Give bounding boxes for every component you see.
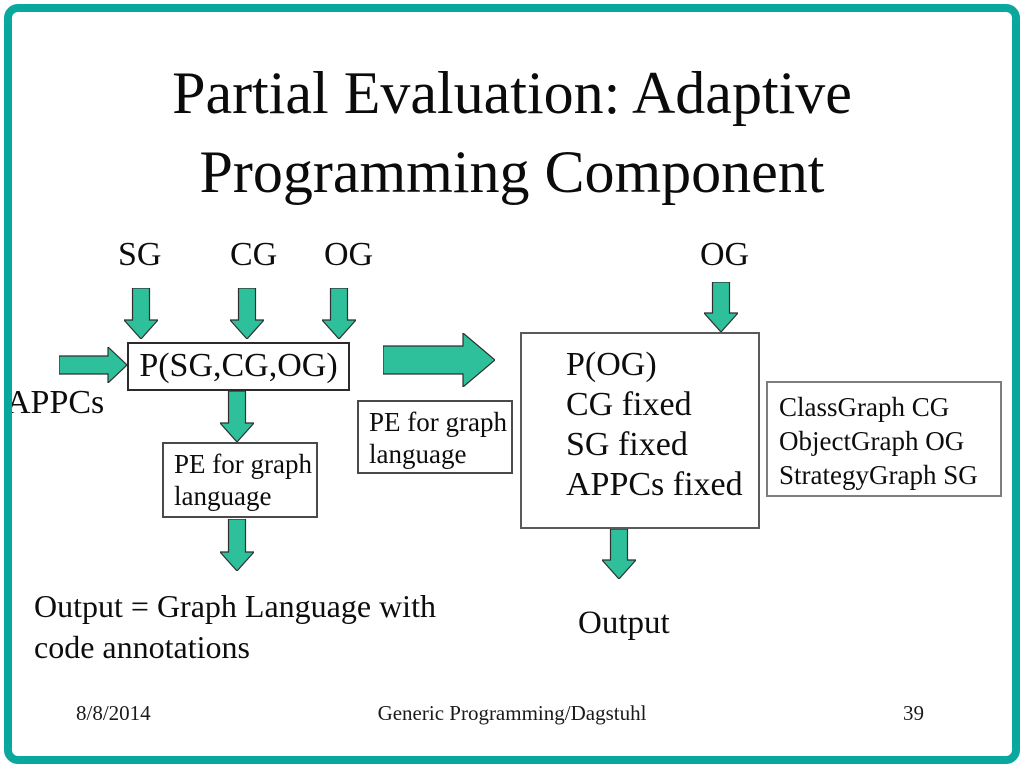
arrow-down-sg-icon bbox=[124, 288, 158, 339]
arrow-down-og-icon bbox=[322, 288, 356, 339]
process-box-right-line2: CG fixed bbox=[566, 386, 692, 423]
arrow-down-cg-icon bbox=[230, 288, 264, 339]
output-right-label: Output bbox=[578, 605, 670, 641]
process-box-right-line4: APPCs fixed bbox=[566, 466, 743, 503]
footer-center-text: Generic Programming/Dagstuhl bbox=[377, 701, 647, 725]
legend-line1: ClassGraph CG bbox=[779, 392, 950, 422]
arrow-down-from-pe-icon bbox=[220, 519, 254, 571]
output-left-line2: code annotations bbox=[34, 629, 250, 665]
slide-title-line1: Partial Evaluation: Adaptive bbox=[172, 60, 852, 126]
legend-line2: ObjectGraph OG bbox=[779, 426, 965, 456]
arrow-down-from-left-process-icon bbox=[220, 391, 254, 442]
process-box-left: P(SG,CG,OG) bbox=[127, 342, 350, 391]
legend-line3: StrategyGraph SG bbox=[779, 460, 978, 490]
slide-title-line2: Programming Component bbox=[199, 139, 825, 205]
pe-box-left-line2: language bbox=[174, 481, 272, 511]
label-og-right: OG bbox=[700, 236, 750, 273]
process-box-right-line1: P(OG) bbox=[566, 346, 657, 383]
process-box-left-label: P(SG,CG,OG) bbox=[139, 347, 338, 384]
output-left-text: Output = Graph Language with code annota… bbox=[34, 586, 436, 668]
pe-box-left-line1: PE for graph bbox=[174, 449, 312, 479]
label-appcs: APPCs bbox=[6, 384, 105, 421]
slide-title: Partial Evaluation: Adaptive Programming… bbox=[0, 54, 1024, 212]
output-left-line1: Output = Graph Language with bbox=[34, 588, 436, 624]
pe-box-left: PE for graph language bbox=[162, 442, 318, 518]
footer-page-number: 39 bbox=[903, 701, 924, 725]
process-box-right-line3: SG fixed bbox=[566, 426, 688, 463]
pe-box-mid-line1: PE for graph bbox=[369, 407, 507, 437]
legend-box: ClassGraph CG ObjectGraph OG StrategyGra… bbox=[766, 381, 1002, 497]
pe-box-mid-line2: language bbox=[369, 439, 467, 469]
label-cg: CG bbox=[230, 236, 278, 273]
arrow-right-big-icon bbox=[383, 333, 495, 387]
footer-date: 8/8/2014 bbox=[76, 701, 151, 725]
footer: 8/8/2014 Generic Programming/Dagstuhl 39 bbox=[0, 698, 1024, 732]
label-sg: SG bbox=[118, 236, 162, 273]
process-box-right: P(OG) CG fixed SG fixed APPCs fixed bbox=[520, 332, 760, 529]
arrow-right-appcs-icon bbox=[59, 347, 127, 383]
arrow-down-from-right-process-icon bbox=[602, 529, 636, 579]
pe-box-mid: PE for graph language bbox=[357, 400, 513, 474]
label-og: OG bbox=[324, 236, 374, 273]
arrow-down-og-right-icon bbox=[704, 282, 738, 332]
